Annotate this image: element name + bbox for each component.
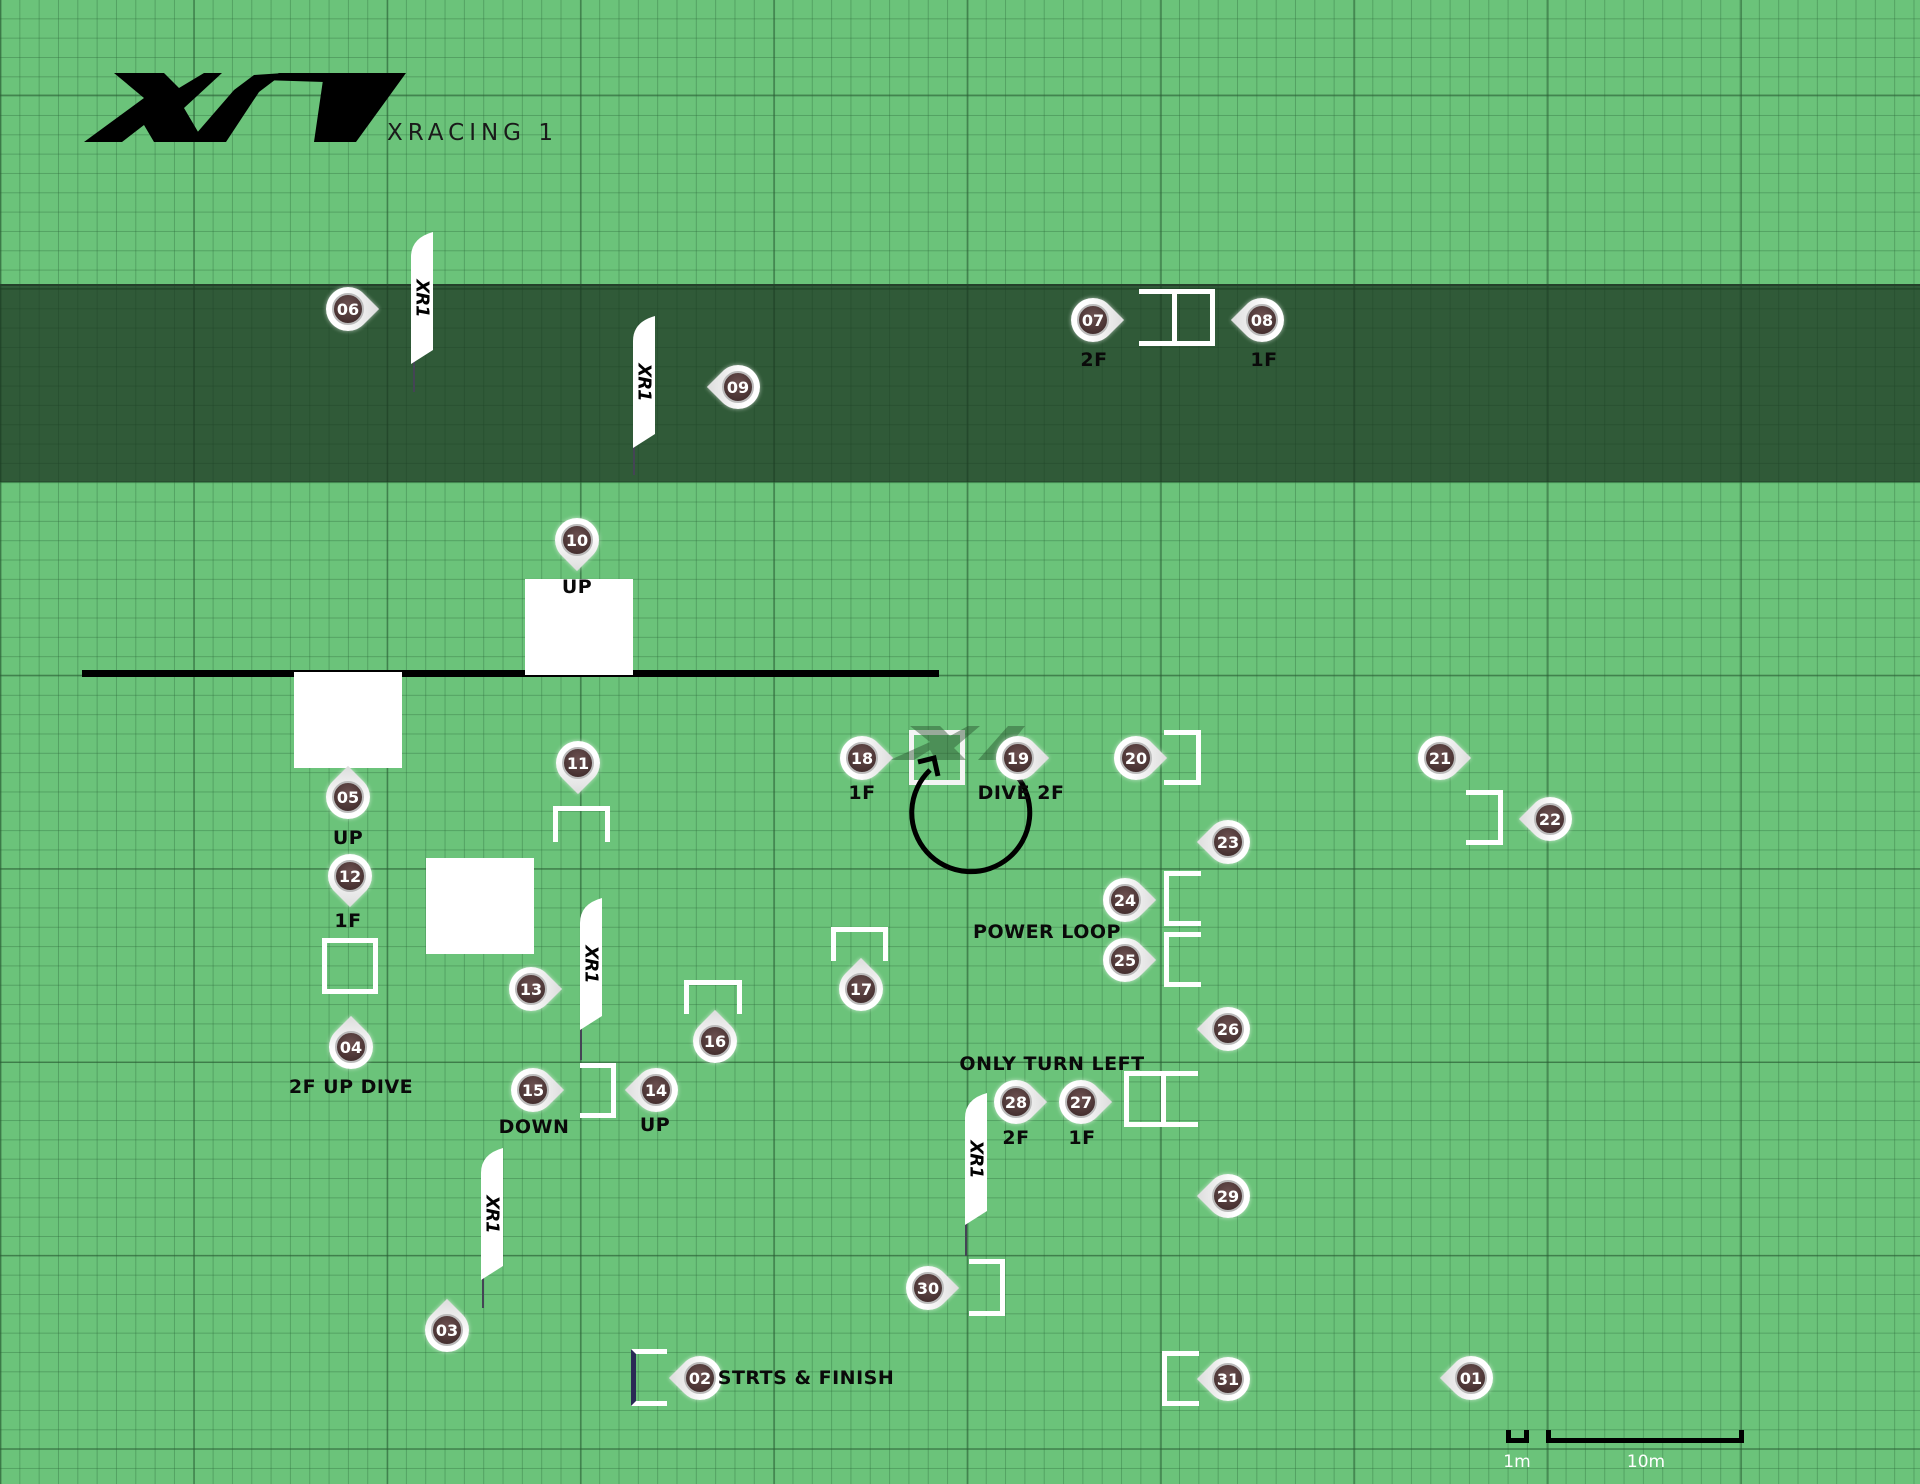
gate bbox=[1177, 289, 1215, 346]
waypoint-06[interactable]: 06 bbox=[316, 277, 380, 341]
waypoint-27-label: 1F bbox=[1068, 1127, 1096, 1149]
waypoint-19-label: DIVE 2F bbox=[977, 782, 1065, 804]
waypoint-22[interactable]: 22 bbox=[1518, 787, 1582, 851]
gate bbox=[580, 1063, 616, 1118]
waypoint-23[interactable]: 23 bbox=[1196, 810, 1260, 874]
gate bbox=[831, 927, 888, 961]
waypoint-10-label: UP bbox=[561, 576, 593, 598]
loop-arrow-icon bbox=[909, 754, 1033, 875]
waypoint-27[interactable]: 27 bbox=[1049, 1070, 1113, 1134]
waypoint-04-label: 2F UP DIVE bbox=[288, 1076, 414, 1098]
waypoint-08-label: 1F bbox=[1250, 349, 1278, 371]
gate bbox=[1164, 730, 1201, 785]
waypoint-28-label: 2F bbox=[1002, 1127, 1030, 1149]
waypoint-12[interactable]: 12 bbox=[318, 844, 382, 908]
start-finish-label: STRTS & FINISH bbox=[717, 1367, 895, 1389]
obstacle-block bbox=[525, 579, 633, 675]
gate bbox=[1124, 1071, 1161, 1127]
waypoint-24[interactable]: 24 bbox=[1093, 868, 1157, 932]
obstacle-block bbox=[294, 672, 402, 768]
waypoint-04[interactable]: 04 bbox=[319, 1015, 383, 1079]
scale-bar-1m bbox=[1506, 1430, 1529, 1443]
waypoint-20[interactable]: 20 bbox=[1104, 726, 1168, 790]
xr1-logo bbox=[84, 70, 414, 149]
start-finish-gate bbox=[631, 1349, 667, 1406]
waypoint-26[interactable]: 26 bbox=[1196, 997, 1260, 1061]
gate bbox=[322, 938, 378, 994]
waypoint-03[interactable]: 03 bbox=[415, 1298, 479, 1362]
waypoint-16[interactable]: 16 bbox=[683, 1009, 747, 1073]
gate bbox=[1164, 871, 1201, 926]
gate bbox=[553, 806, 610, 842]
flag-marker: XR1 bbox=[411, 232, 433, 364]
waypoint-13[interactable]: 13 bbox=[499, 957, 563, 1021]
scale-label-10m: 10m bbox=[1626, 1452, 1666, 1472]
flag-marker: XR1 bbox=[633, 316, 655, 448]
obstacle-block bbox=[426, 858, 534, 954]
waypoint-18-label: 1F bbox=[848, 782, 876, 804]
waypoint-08[interactable]: 08 bbox=[1230, 288, 1294, 352]
waypoint-07-label: 2F bbox=[1080, 349, 1108, 371]
waypoint-15-label: DOWN bbox=[498, 1116, 570, 1138]
waypoint-29[interactable]: 29 bbox=[1196, 1164, 1260, 1228]
flag-pole bbox=[482, 1260, 484, 1308]
flag-pole bbox=[413, 340, 415, 392]
gate bbox=[684, 980, 742, 1014]
waypoint-01[interactable]: 01 bbox=[1439, 1346, 1503, 1410]
waypoint-14-label: UP bbox=[639, 1114, 671, 1136]
gate bbox=[1139, 289, 1177, 346]
waypoint-18[interactable]: 18 bbox=[830, 726, 894, 790]
gate bbox=[1162, 1351, 1199, 1406]
power-loop-label: POWER LOOP bbox=[973, 921, 1121, 943]
scale-bar-10m bbox=[1546, 1430, 1744, 1443]
waypoint-17[interactable]: 17 bbox=[829, 957, 893, 1021]
flag-pole bbox=[633, 420, 635, 475]
waypoint-10[interactable]: 10 bbox=[545, 508, 609, 572]
only-turn-left-label: ONLY TURN LEFT bbox=[959, 1053, 1145, 1075]
gate bbox=[1164, 932, 1201, 987]
flag-marker: XR1 bbox=[580, 898, 602, 1030]
waypoint-28[interactable]: 28 bbox=[984, 1070, 1048, 1134]
waypoint-30[interactable]: 30 bbox=[896, 1256, 960, 1320]
waypoint-11[interactable]: 11 bbox=[546, 731, 610, 795]
flag-marker: XR1 bbox=[481, 1148, 503, 1280]
flag-marker: XR1 bbox=[965, 1093, 987, 1225]
waypoint-12-label: 1F bbox=[334, 910, 362, 932]
boundary-line bbox=[82, 670, 939, 677]
gate bbox=[969, 1259, 1005, 1316]
scale-label-1m: 1m bbox=[1503, 1452, 1531, 1472]
waypoint-14[interactable]: 14 bbox=[624, 1058, 688, 1122]
waypoint-07[interactable]: 07 bbox=[1061, 288, 1125, 352]
flag-pole bbox=[580, 1010, 582, 1060]
waypoint-31[interactable]: 31 bbox=[1196, 1347, 1260, 1411]
waypoint-05[interactable]: 05 bbox=[316, 765, 380, 829]
gate bbox=[1161, 1071, 1198, 1127]
waypoint-21[interactable]: 21 bbox=[1408, 726, 1472, 790]
dark-zone-band bbox=[0, 284, 1920, 482]
waypoint-25[interactable]: 25 bbox=[1093, 928, 1157, 992]
waypoint-02[interactable]: 02 bbox=[668, 1346, 732, 1410]
flag-pole bbox=[965, 1210, 967, 1256]
waypoint-09[interactable]: 09 bbox=[706, 355, 770, 419]
waypoint-05-label: UP bbox=[332, 827, 364, 849]
gate bbox=[909, 730, 965, 785]
waypoint-19[interactable]: 19 bbox=[986, 726, 1050, 790]
xracing-wordmark: XRACING 1 bbox=[387, 120, 558, 146]
waypoint-15[interactable]: 15 bbox=[501, 1058, 565, 1122]
gate bbox=[1466, 790, 1503, 845]
